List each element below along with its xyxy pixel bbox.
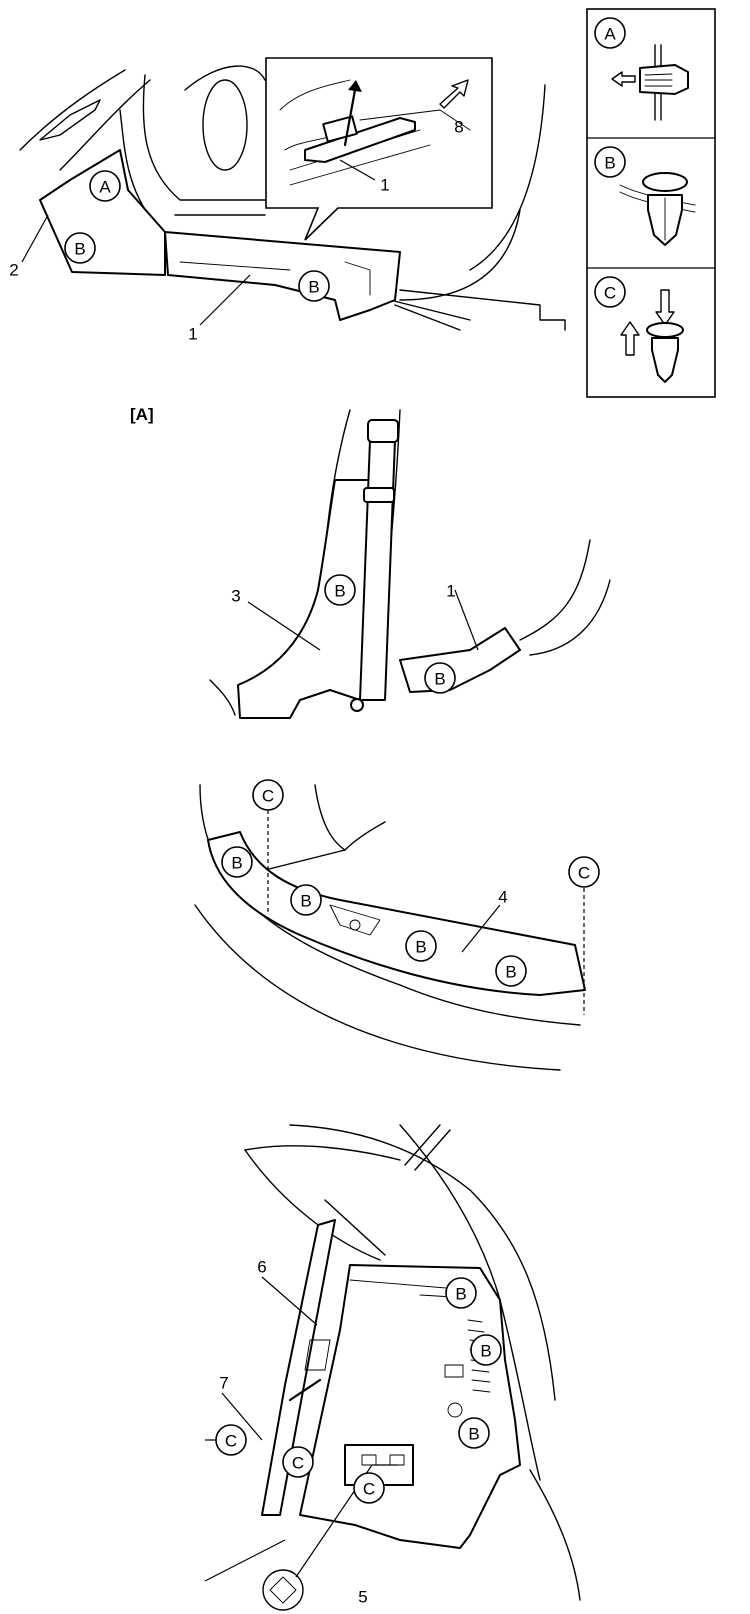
clip-detail-circle — [262, 1569, 304, 1611]
label-6: 6 — [257, 1258, 266, 1277]
svg-text:B: B — [231, 854, 242, 873]
svg-text:C: C — [578, 864, 590, 883]
clip-a-illustration — [611, 44, 689, 121]
callout-b-3: B — [324, 574, 356, 606]
clip-b-illustration — [619, 172, 696, 246]
svg-text:B: B — [434, 670, 445, 689]
legend-callout-a: A — [594, 17, 626, 49]
svg-text:B: B — [604, 154, 615, 173]
svg-text:B: B — [74, 240, 85, 259]
callout-c-1: C — [252, 779, 284, 811]
inset-scuff-plate — [304, 117, 416, 163]
clip-c-illustration — [620, 289, 684, 383]
svg-text:B: B — [300, 892, 311, 911]
callout-a-1: A — [89, 170, 121, 202]
svg-text:C: C — [604, 284, 616, 303]
svg-text:B: B — [308, 278, 319, 297]
callout-b-1: B — [64, 232, 96, 264]
callout-b-11: B — [458, 1417, 490, 1449]
svg-text:C: C — [363, 1480, 375, 1499]
svg-text:B: B — [415, 938, 426, 957]
callout-b-9: B — [445, 1277, 477, 1309]
label-8: 8 — [454, 118, 463, 137]
svg-text:B: B — [455, 1285, 466, 1304]
label-1-inset: 1 — [380, 176, 389, 195]
legend-callout-c: C — [594, 276, 626, 308]
direction-arrow-8 — [439, 79, 469, 109]
callout-c-3: C — [215, 1424, 247, 1456]
callout-c-2: C — [568, 856, 600, 888]
label-4: 4 — [498, 888, 507, 907]
rear-scuff-view — [194, 784, 586, 1071]
part-1-scuff-plate-rear — [399, 627, 521, 693]
label-1-center: 1 — [446, 582, 455, 601]
callout-c-5: C — [353, 1472, 385, 1504]
leader-lines — [21, 214, 501, 1582]
svg-text:C: C — [292, 1454, 304, 1473]
callout-b-10: B — [470, 1334, 502, 1366]
part-3-center-pillar-trim — [237, 479, 386, 719]
label-5: 5 — [358, 1588, 367, 1607]
label-1-top: 1 — [188, 325, 197, 344]
part-1-scuff-plate — [164, 231, 401, 321]
center-pillar-view — [209, 409, 611, 719]
label-2: 2 — [9, 261, 18, 280]
section-label-a: [A] — [130, 405, 154, 424]
fastener-legend — [586, 8, 716, 398]
svg-text:B: B — [480, 1342, 491, 1361]
inset-detail — [265, 57, 493, 241]
svg-text:C: C — [262, 787, 274, 806]
callout-b-4: B — [424, 662, 456, 694]
svg-text:C: C — [225, 1432, 237, 1451]
top-view — [19, 65, 566, 331]
rear-quarter-view — [244, 1124, 581, 1611]
svg-text:A: A — [99, 178, 111, 197]
part-4-rear-scuff-trim — [207, 831, 586, 996]
callout-b-2: B — [298, 270, 330, 302]
svg-text:A: A — [604, 25, 616, 44]
label-7: 7 — [219, 1374, 228, 1393]
callout-b-5: B — [221, 846, 253, 878]
svg-text:B: B — [334, 582, 345, 601]
part-6-7-belt-and-trim — [261, 1219, 336, 1516]
svg-text:B: B — [505, 963, 516, 982]
part-2-front-pillar-trim — [39, 149, 166, 276]
legend-callout-b: B — [594, 146, 626, 178]
callout-b-8: B — [495, 955, 527, 987]
callout-b-7: B — [405, 930, 437, 962]
part-5-quarter-trim — [299, 1264, 521, 1549]
svg-text:B: B — [468, 1425, 479, 1444]
callout-c-4: C — [282, 1446, 314, 1478]
label-3: 3 — [231, 587, 240, 606]
callout-b-6: B — [290, 884, 322, 916]
